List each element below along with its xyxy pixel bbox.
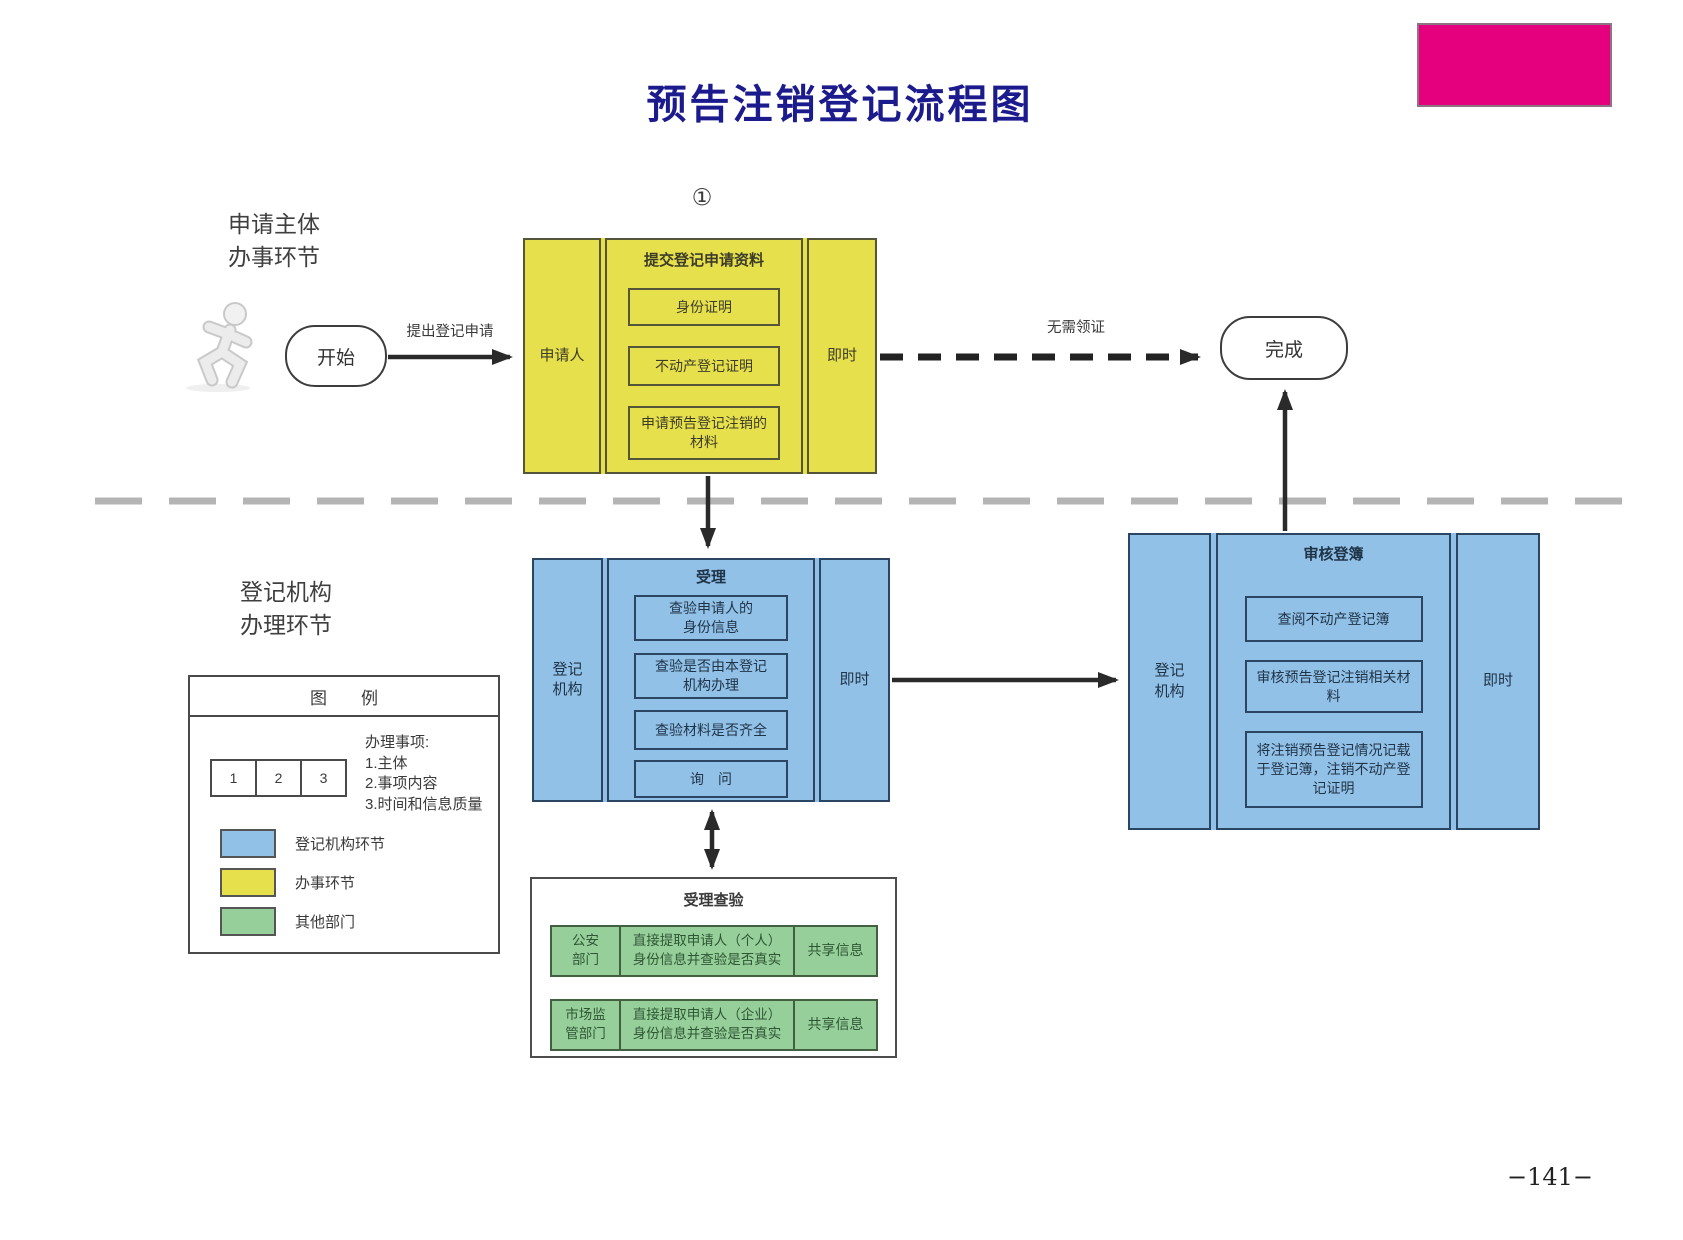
registry-color-swatch <box>220 829 276 858</box>
legend-entry-registry: 登记机构环节 <box>220 829 385 858</box>
accept-time-cell: 即时 <box>819 558 890 802</box>
legend-entry-applicant: 办事环节 <box>220 868 355 897</box>
registry-swatch-label: 登记机构环节 <box>295 836 386 853</box>
accept-item-verify-identity: 查验申请人的 身份信息 <box>634 595 788 641</box>
legend-body: 1 2 3 办理事项: 1.主体 2.事项内容 3.时间和信息质量 登记机构环节… <box>190 717 498 954</box>
running-person-icon <box>186 302 253 392</box>
accept-item-verify-jurisdiction: 查验是否由本登记 机构办理 <box>634 653 788 699</box>
review-time-cell: 即时 <box>1456 533 1540 830</box>
flowchart-title: 预告注销登记流程图 <box>646 81 1034 128</box>
submit-main-cell: 提交登记申请资料 身份证明 不动产登记证明 申请预告登记注销的 材料 <box>605 238 803 474</box>
accept-actor-cell: 登记 机构 <box>532 558 603 802</box>
legend-cell-2: 2 <box>255 759 302 797</box>
submit-block-title: 提交登记申请资料 <box>643 252 764 269</box>
apply-edge-label: 提出登记申请 <box>406 324 494 340</box>
police-dept-cell: 公安 部门 <box>550 925 621 977</box>
submit-time-cell: 即时 <box>807 238 877 474</box>
accept-block-title: 受理 <box>695 569 726 586</box>
legend-cell-1: 1 <box>210 759 257 797</box>
legend-title: 图 例 <box>190 677 498 717</box>
review-block: 登记 机构 审核登簿 查阅不动产登记簿 审核预告登记注销相关材 料 将注销预告登… <box>1128 533 1540 830</box>
legend-sequence-cells: 1 2 3 <box>210 759 347 797</box>
review-actor-cell: 登记 机构 <box>1128 533 1211 830</box>
other-dept-color-swatch <box>220 907 276 936</box>
review-main-cell: 审核登簿 查阅不动产登记簿 审核预告登记注销相关材 料 将注销预告登记情况记载 … <box>1216 533 1451 830</box>
market-action-cell: 直接提取申请人（企业） 身份信息并查验是否真实 <box>619 999 795 1051</box>
start-node: 开始 <box>285 325 387 387</box>
legend-notes: 办理事项: 1.主体 2.事项内容 3.时间和信息质量 <box>365 734 483 814</box>
acceptance-check-title: 受理查验 <box>683 892 744 909</box>
police-action-cell: 直接提取申请人（个人） 身份信息并查验是否真实 <box>619 925 795 977</box>
review-item-consult-register: 查阅不动产登记簿 <box>1244 596 1423 642</box>
legend-entry-other-dept: 其他部门 <box>220 907 355 936</box>
applicant-lane-label: 申请主体 办事环节 <box>228 211 320 271</box>
acceptance-check-block: 受理查验 公安 部门 直接提取申请人（个人） 身份信息并查验是否真实 共享信息 … <box>530 877 897 1058</box>
registry-lane-label: 登记机构 办理环节 <box>240 579 332 639</box>
check-row-police: 公安 部门 直接提取申请人（个人） 身份信息并查验是否真实 共享信息 <box>550 925 895 977</box>
police-share-cell: 共享信息 <box>793 925 878 977</box>
market-dept-cell: 市场监 管部门 <box>550 999 621 1051</box>
market-share-cell: 共享信息 <box>793 999 878 1051</box>
finish-node: 完成 <box>1220 316 1348 380</box>
submit-item-identity: 身份证明 <box>628 288 780 326</box>
no-certificate-edge-label: 无需领证 <box>1047 320 1105 336</box>
applicant-swatch-label: 办事环节 <box>295 875 356 892</box>
accept-item-verify-materials: 查验材料是否齐全 <box>634 710 788 750</box>
check-row-market: 市场监 管部门 直接提取申请人（企业） 身份信息并查验是否真实 共享信息 <box>550 999 895 1051</box>
legend-cell-3: 3 <box>300 759 347 797</box>
submit-block: 申请人 提交登记申请资料 身份证明 不动产登记证明 申请预告登记注销的 材料 即… <box>523 238 877 474</box>
pink-banner <box>1417 23 1612 107</box>
applicant-color-swatch <box>220 868 276 897</box>
step-marker: ① <box>691 184 713 210</box>
accept-main-cell: 受理 查验申请人的 身份信息 查验是否由本登记 机构办理 查验材料是否齐全 询 … <box>607 558 815 802</box>
page-number: −141− <box>1506 1163 1594 1191</box>
accept-block: 登记 机构 受理 查验申请人的 身份信息 查验是否由本登记 机构办理 查验材料是… <box>532 558 890 802</box>
submit-item-registration-cert: 不动产登记证明 <box>628 346 780 386</box>
legend: 图 例 1 2 3 办理事项: 1.主体 2.事项内容 3.时间和信息质量 登记… <box>188 675 500 954</box>
finish-node-label: 完成 <box>1264 339 1303 361</box>
review-item-record-cancellation: 将注销预告登记情况记载 于登记簿，注销不动产登 记证明 <box>1244 731 1423 808</box>
review-block-title: 审核登簿 <box>1303 546 1364 563</box>
accept-item-inquiry: 询 问 <box>634 760 788 798</box>
submit-actor-cell: 申请人 <box>523 238 601 474</box>
start-node-label: 开始 <box>316 347 355 369</box>
review-item-review-materials: 审核预告登记注销相关材 料 <box>1244 660 1423 713</box>
submit-item-cancellation-materials: 申请预告登记注销的 材料 <box>628 406 780 460</box>
other-dept-swatch-label: 其他部门 <box>295 914 356 931</box>
